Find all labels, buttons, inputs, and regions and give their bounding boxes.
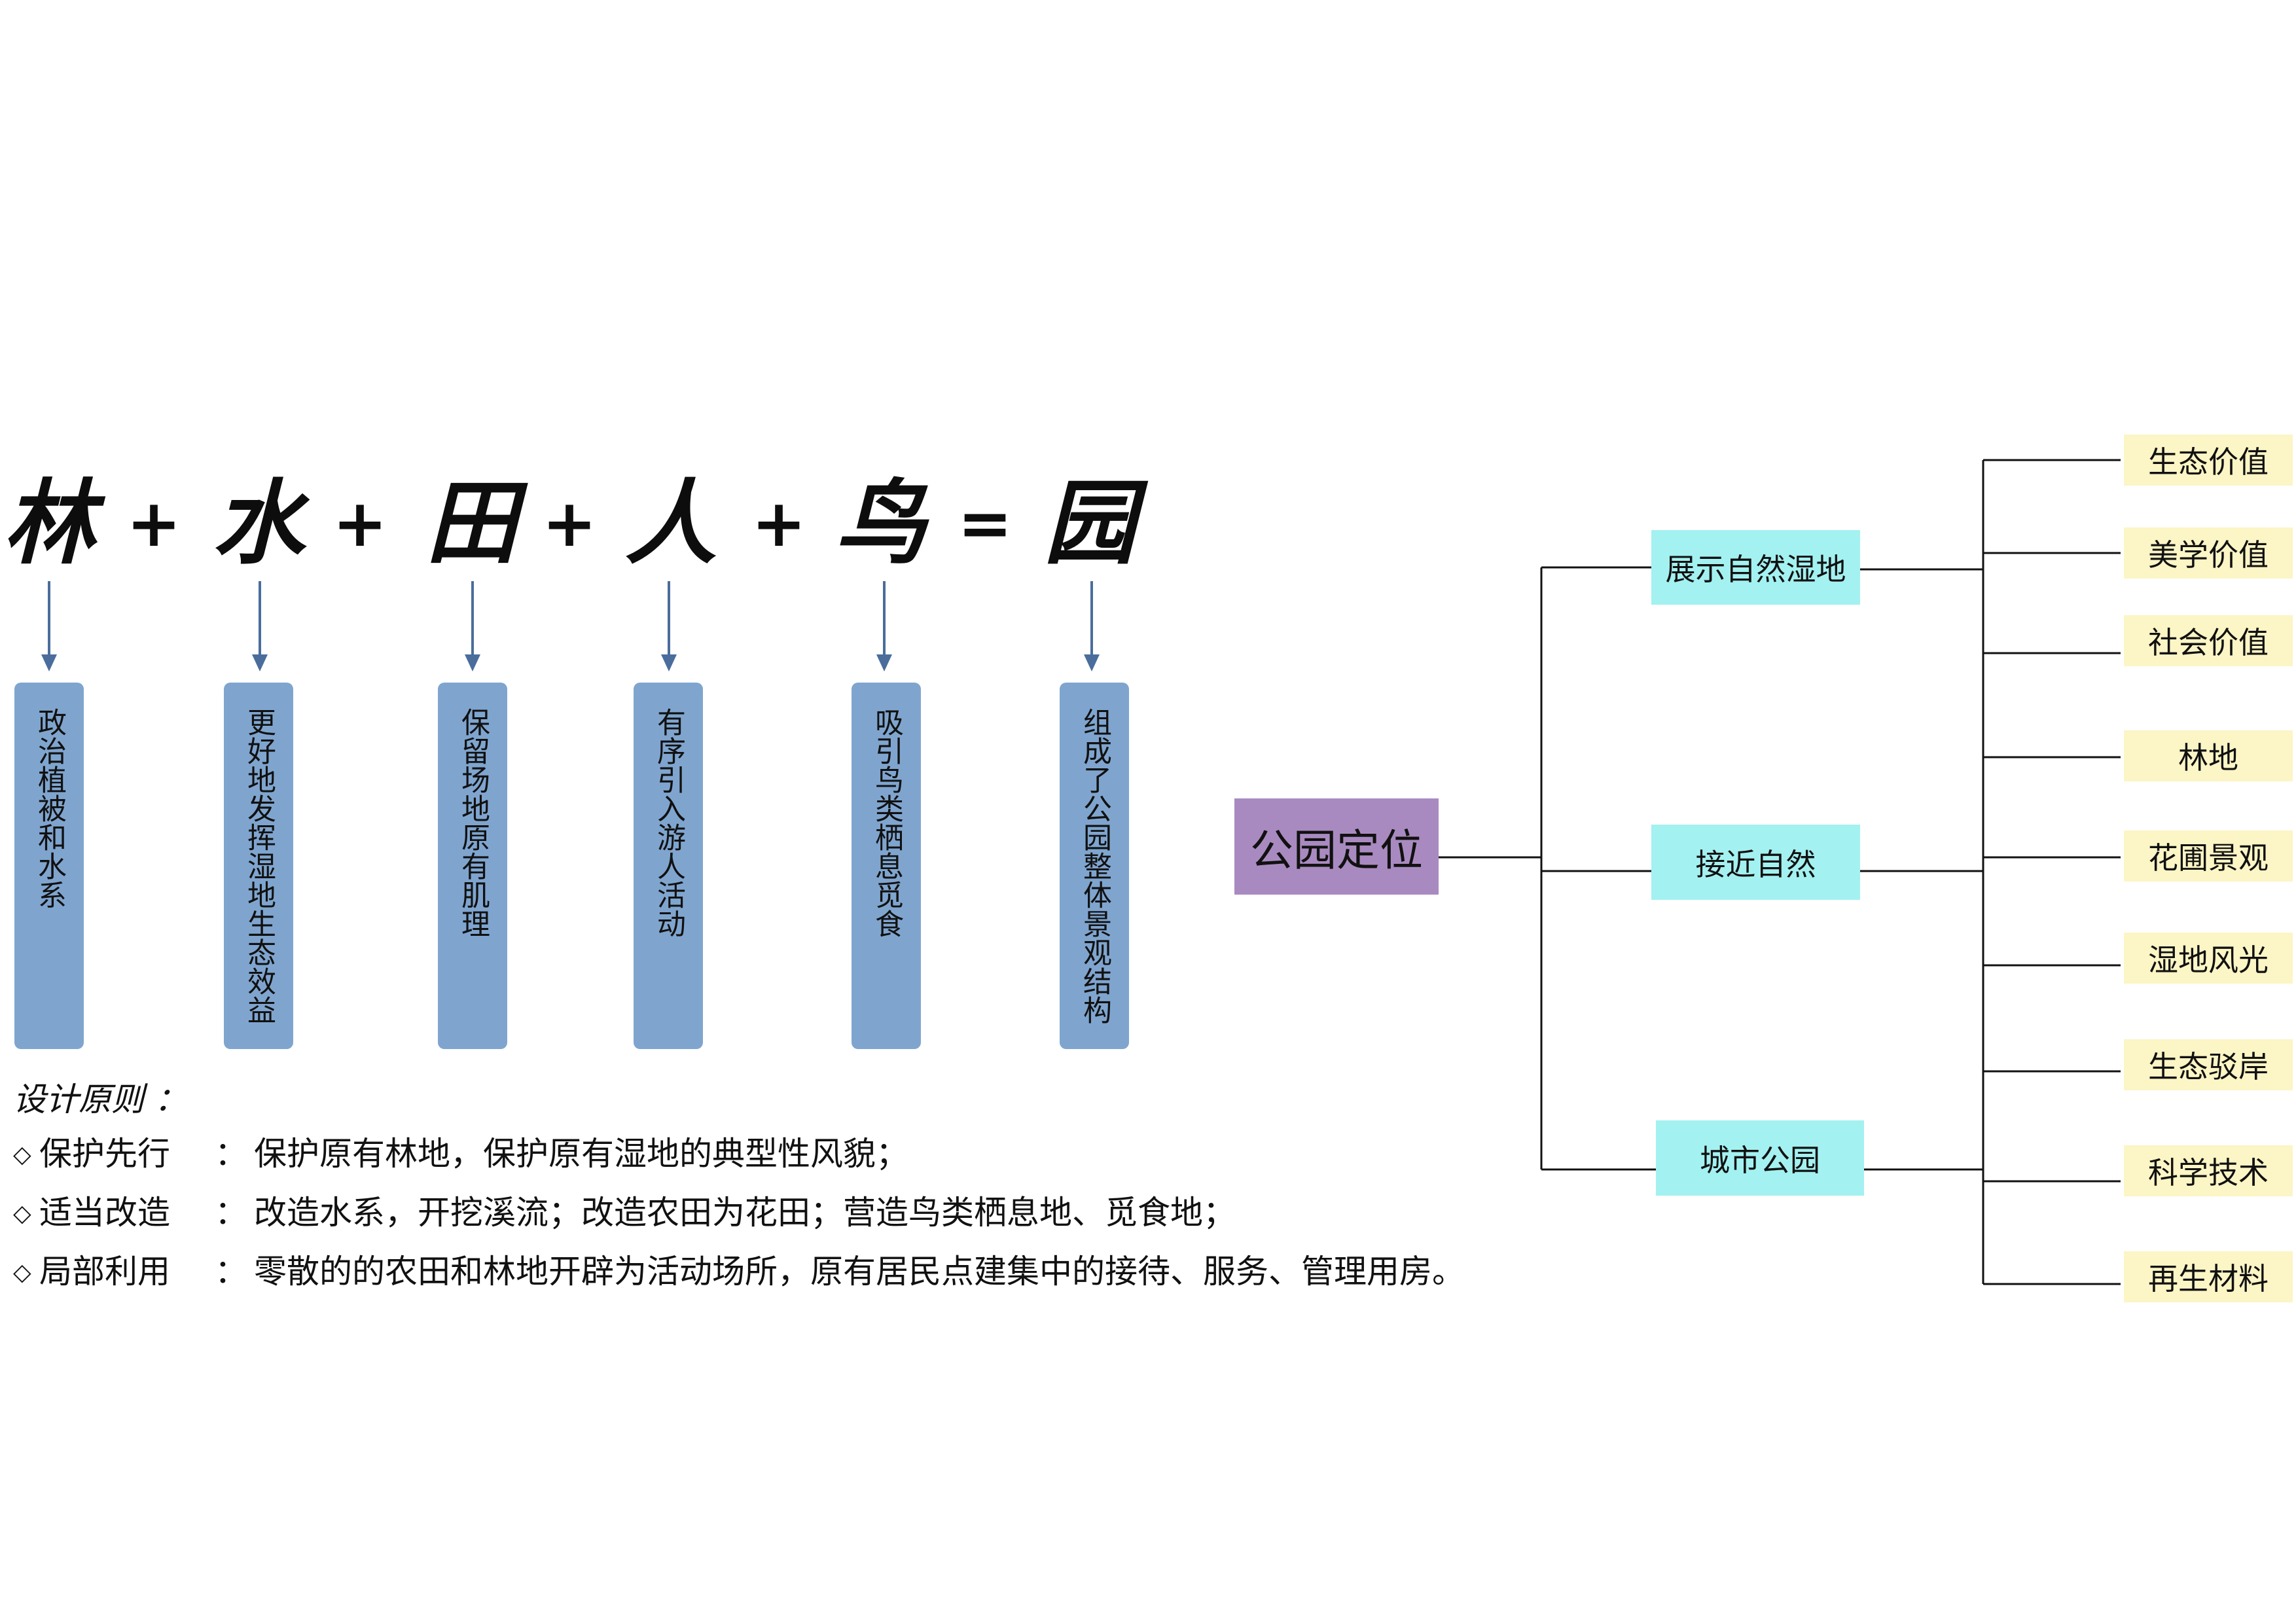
diamond-bullet-icon: ◇: [13, 1200, 31, 1227]
equation-term-field: 田: [425, 470, 517, 577]
principle-head: 适当改造: [39, 1194, 170, 1232]
meaning-bar-bird: 吸引鸟类栖息觅食: [852, 683, 921, 1049]
equation-term-bird: 鸟: [834, 470, 926, 577]
leaf-node: 生态驳岸: [2124, 1039, 2293, 1090]
principle-text: 改造水系，开挖溪流；改造农田为花田；营造鸟类栖息地、觅食地；: [254, 1194, 1236, 1232]
plus-operator: +: [542, 485, 597, 562]
leaf-node: 花圃景观: [2124, 830, 2293, 882]
plus-operator: +: [126, 485, 181, 562]
principle-item: ◇ 适当改造 ：改造水系，开挖溪流；改造农田为花田；营造鸟类栖息地、觅食地；: [13, 1191, 1236, 1236]
meaning-bar-park: 组成了公园整体景观结构: [1060, 683, 1129, 1049]
principle-head: 局部利用: [39, 1253, 170, 1291]
leaf-node: 美学价值: [2124, 527, 2293, 579]
meaning-bar-field: 保留场地原有肌理: [438, 683, 507, 1049]
meaning-text: 有序引入游人活动: [652, 707, 685, 938]
equation-term-park: 园: [1043, 470, 1136, 577]
meaning-text: 保留场地原有肌理: [456, 707, 490, 938]
equation-term-forest: 林: [3, 470, 95, 577]
principle-colon: ：: [215, 1194, 247, 1232]
down-arrow-icon: [252, 581, 268, 671]
branch-node-show-wetland: 展示自然湿地: [1651, 530, 1860, 605]
leaf-node: 再生材料: [2124, 1251, 2293, 1302]
principle-text: 零散的的农田和林地开辟为活动场所，原有居民点建集中的接待、服务、管理用房。: [254, 1253, 1465, 1291]
down-arrow-icon: [876, 581, 892, 671]
meaning-text: 组成了公园整体景观结构: [1078, 707, 1111, 1024]
down-arrow-icon: [41, 581, 57, 671]
leaf-node: 林地: [2124, 730, 2293, 781]
mindmap-root: 公园定位: [1234, 798, 1439, 895]
branch-node-near-nature: 接近自然: [1651, 825, 1860, 900]
principle-text: 保护原有林地，保护原有湿地的典型性风貌；: [254, 1135, 908, 1173]
principle-item: ◇ 保护先行 ：保护原有林地，保护原有湿地的典型性风貌；: [13, 1132, 908, 1177]
meaning-text: 吸引鸟类栖息觅食: [870, 707, 903, 938]
principle-head: 保护先行: [39, 1135, 170, 1173]
equation-term-water: 水: [212, 470, 304, 577]
meaning-text: 政治植被和水系: [33, 707, 66, 909]
leaf-node: 生态价值: [2124, 435, 2293, 486]
meaning-bar-people: 有序引入游人活动: [634, 683, 703, 1049]
equals-operator: =: [958, 485, 1013, 562]
principle-colon: ：: [215, 1253, 247, 1291]
principles-title: 设计原则 ：: [13, 1080, 187, 1118]
branch-node-city-park: 城市公园: [1656, 1120, 1864, 1196]
plus-operator: +: [332, 485, 387, 562]
down-arrow-icon: [661, 581, 677, 671]
down-arrow-icon: [465, 581, 480, 671]
principle-item: ◇ 局部利用 ：零散的的农田和林地开辟为活动场所，原有居民点建集中的接待、服务、管理…: [13, 1250, 1465, 1294]
down-arrow-icon: [1084, 581, 1100, 671]
diamond-bullet-icon: ◇: [13, 1141, 31, 1168]
diamond-bullet-icon: ◇: [13, 1259, 31, 1286]
equation-term-people: 人: [624, 470, 717, 577]
leaf-node: 社会价值: [2124, 615, 2293, 666]
principle-colon: ：: [215, 1135, 247, 1173]
meaning-bar-water: 更好地发挥湿地生态效益: [224, 683, 293, 1049]
plus-operator: +: [751, 485, 806, 562]
leaf-node: 科学技术: [2124, 1145, 2293, 1196]
meaning-bar-forest: 政治植被和水系: [14, 683, 84, 1049]
leaf-node: 湿地风光: [2124, 933, 2293, 984]
meaning-text: 更好地发挥湿地生态效益: [242, 707, 276, 1024]
